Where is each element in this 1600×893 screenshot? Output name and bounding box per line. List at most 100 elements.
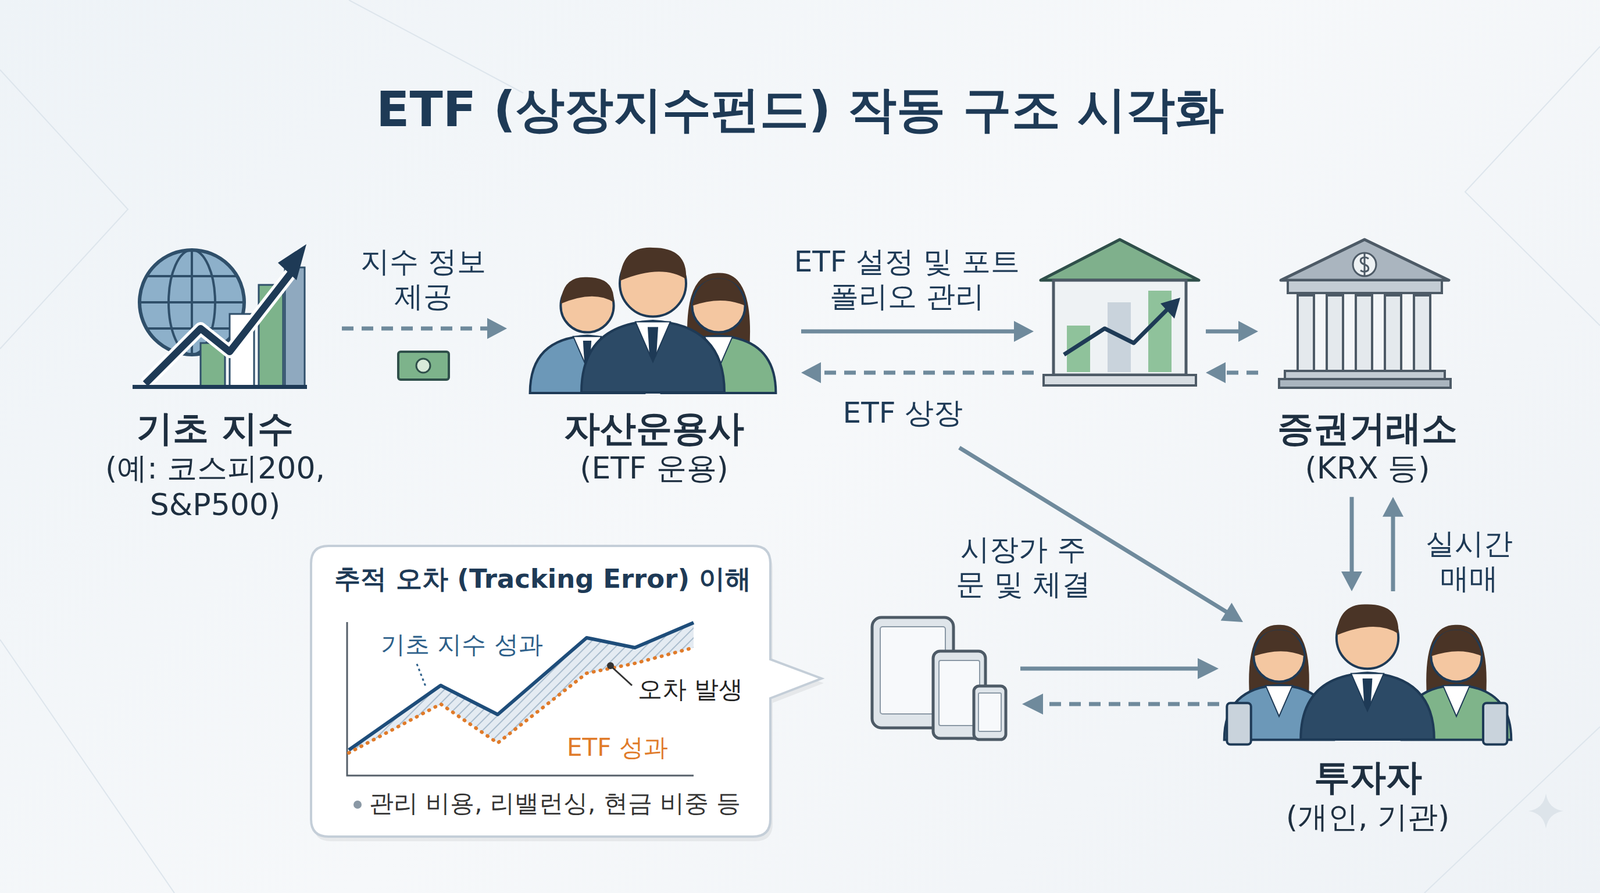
connector <box>341 318 507 339</box>
money-icon <box>398 351 449 380</box>
edge-label: 지수 정보 제공 <box>347 244 499 314</box>
bullet <box>353 800 362 809</box>
body <box>1300 672 1435 740</box>
arrow-head <box>1022 693 1044 715</box>
arrow-head <box>1205 362 1226 384</box>
connector <box>1382 497 1404 592</box>
actor-node: 증권거래소(KRX 등) <box>1262 232 1473 493</box>
arrow-head <box>487 318 507 339</box>
hair <box>619 247 687 281</box>
person <box>581 247 725 393</box>
diagram-title: ETF (상장지수펀드) 작동 구조 시각화 <box>0 80 1600 139</box>
actor-node: 투자자(개인, 기관) <box>1238 595 1498 842</box>
bg-line <box>1465 46 1600 326</box>
trend-arrow <box>1063 308 1169 355</box>
hair <box>560 277 614 305</box>
hair <box>1430 630 1482 657</box>
building-base <box>1043 375 1196 386</box>
stair <box>1284 370 1445 380</box>
hair <box>1336 604 1399 635</box>
node-subtitle: (예: 코스피200, S&P500) <box>93 450 338 523</box>
fund-building <box>1040 239 1199 386</box>
connector <box>801 362 1259 384</box>
arrow-head <box>1341 571 1363 592</box>
trend-head <box>277 244 307 281</box>
tie <box>647 327 659 362</box>
actor-node: 자산운용사(ETF 운용) <box>511 232 797 493</box>
collar <box>1265 685 1293 717</box>
edge-label: ETF 설정 및 포트폴리오 관리 <box>784 244 1030 314</box>
edge-label: ETF 상장 <box>827 395 979 431</box>
collar <box>635 322 671 363</box>
node-subtitle: (KRX 등) <box>1262 450 1473 487</box>
bg-line <box>1424 726 1600 893</box>
sparkle <box>1528 793 1564 829</box>
arrow-head <box>801 362 821 384</box>
bill-mark <box>416 358 431 373</box>
bg-line <box>0 69 128 349</box>
screen <box>978 693 1002 732</box>
bg-line <box>348 0 524 94</box>
node-title: 투자자 <box>1238 755 1498 799</box>
edge-label: 시장가 주문 및 체결 <box>950 531 1096 602</box>
column <box>1326 295 1344 371</box>
connector-line <box>818 370 1034 375</box>
trend-head <box>1160 297 1181 319</box>
phone <box>1226 702 1251 745</box>
node-subtitle: (개인, 기관) <box>1238 798 1498 835</box>
person <box>1300 604 1435 740</box>
tie <box>1362 678 1373 711</box>
callout-box: 추적 오차 (Tracking Error) 이해기초 지수 성과오차 발생ET… <box>311 545 771 837</box>
edge-label: 실시간 매매 <box>1416 526 1522 596</box>
chart-label: 오차 발생 <box>637 675 744 705</box>
leader-dot <box>606 662 614 670</box>
base-line <box>132 384 307 389</box>
callout-heading: 추적 오차 (Tracking Error) 이해 <box>334 563 752 595</box>
building-body <box>1053 280 1187 375</box>
collar <box>1351 673 1384 712</box>
phone <box>1483 702 1507 745</box>
trend-arrow <box>145 273 291 384</box>
column <box>1384 295 1402 371</box>
node-subtitle: (ETF 운용) <box>511 450 797 487</box>
connector-line <box>801 329 1017 334</box>
node-title: 기초 지수 <box>93 406 338 450</box>
trend-outline <box>145 273 291 384</box>
hair <box>1253 630 1305 657</box>
return-line <box>1043 702 1220 707</box>
column <box>1355 295 1373 371</box>
exchange-building <box>1279 239 1451 388</box>
node-title: 자산운용사 <box>511 406 797 450</box>
arrow-head <box>1238 320 1259 342</box>
stair <box>1279 379 1451 388</box>
devices-icon <box>872 617 1006 740</box>
arrow-head <box>1013 320 1034 342</box>
chart-label: ETF 성과 <box>566 733 669 763</box>
coin-mark <box>1360 253 1369 276</box>
chart-label: 관리 비용, 리밸런싱, 현금 비중 등 <box>369 788 741 819</box>
bg-line <box>0 639 175 893</box>
connector <box>1341 497 1363 592</box>
connector-line <box>341 326 490 331</box>
entablature <box>1287 280 1442 294</box>
index-icon <box>132 244 307 389</box>
leader-line <box>416 663 427 688</box>
column <box>1297 295 1314 371</box>
connector-line <box>1223 370 1259 375</box>
columns <box>1297 295 1431 371</box>
hair <box>691 278 745 306</box>
callout-outline <box>311 545 822 837</box>
leader-line <box>611 666 632 686</box>
arrow-head <box>1220 602 1244 623</box>
connector-line <box>1205 329 1241 334</box>
phone <box>973 686 1006 740</box>
body <box>581 320 725 393</box>
roof <box>1040 239 1199 281</box>
coin <box>1352 252 1377 277</box>
column <box>1413 295 1431 371</box>
device-arrows <box>1020 658 1220 715</box>
arrow-head <box>1197 658 1219 680</box>
connector-line <box>1391 514 1396 592</box>
